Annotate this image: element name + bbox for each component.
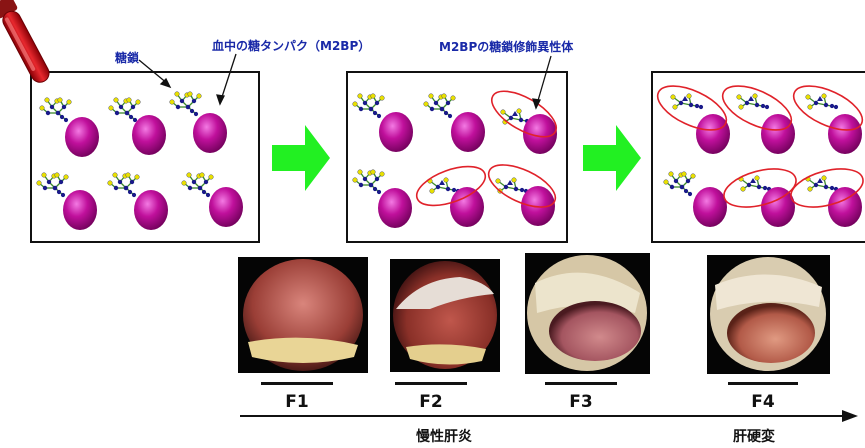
- green-arrow-icon: [272, 125, 641, 191]
- stage-label: F1: [285, 392, 309, 412]
- scale-bar: [395, 382, 467, 385]
- stage-label: F3: [569, 392, 593, 412]
- blood-protein-label: 血中の糖タンパク（M2BP）: [212, 39, 371, 53]
- liver-photo-f4: [707, 255, 830, 374]
- stage-label: F4: [751, 392, 775, 412]
- scale-bar: [728, 382, 798, 385]
- chronic-hepatitis-label: 慢性肝炎: [416, 429, 472, 445]
- liver-photo-f2: [390, 259, 500, 372]
- sugar-chain-label: 糖鎖: [115, 51, 140, 65]
- glycoprotein-icon: [656, 85, 864, 227]
- glycoprotein-icon: [36, 91, 243, 230]
- cirrhosis-label: 肝硬変: [733, 429, 775, 445]
- scale-bar: [545, 382, 617, 385]
- liver-photo-f3: [525, 253, 650, 374]
- modified-isomer-label: M2BPの糖鎖修飾異性体: [439, 40, 574, 54]
- glycoprotein-icon: [352, 90, 557, 228]
- stage-label: F2: [419, 392, 443, 412]
- pointer-arrows: [138, 53, 552, 110]
- liver-photo-f1: [238, 257, 368, 373]
- blood-tube-icon: [0, 0, 50, 83]
- timeline-arrow: [240, 410, 858, 422]
- scale-bar: [261, 382, 333, 385]
